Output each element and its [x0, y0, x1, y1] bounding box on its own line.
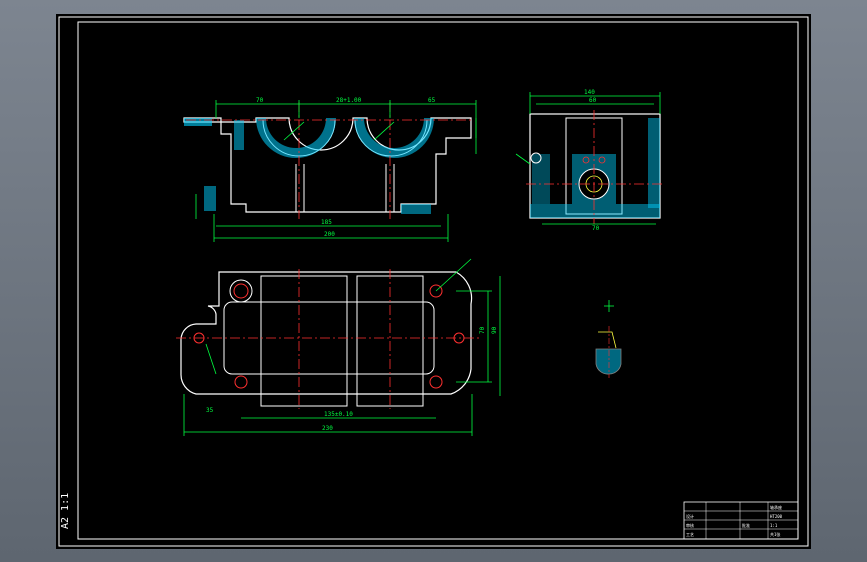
- title-block-frame: [683, 501, 799, 540]
- front-hatch-left-foot: [204, 186, 216, 211]
- front-hatch-left-arc: [256, 118, 336, 158]
- side-dim-text-bottom: 70: [592, 225, 600, 232]
- side-small-hole-2: [598, 156, 606, 164]
- detail-view[interactable]: [595, 300, 622, 378]
- plan-boss-top-left: [229, 279, 253, 303]
- title-scale: 1:1: [770, 523, 778, 528]
- front-dim-text-middle: 28+1.00: [336, 97, 362, 104]
- plan-dim-text-right-2: 90: [491, 326, 498, 334]
- detail-section-hatch: [595, 348, 622, 375]
- plan-dim-text-right-1: 70: [479, 326, 486, 334]
- plan-view[interactable]: 230 135±0.10 70 90 35: [176, 258, 501, 436]
- cad-viewport[interactable]: A2 1:1: [56, 14, 811, 549]
- plan-hole-top-left: [233, 283, 249, 299]
- side-left-hole: [530, 152, 542, 164]
- title-part-name: 轴承座: [770, 504, 782, 510]
- front-hatch-left-flange: [184, 118, 212, 126]
- front-leader-right: [373, 121, 395, 141]
- plan-hole-bottom-right: [429, 375, 443, 389]
- plan-bearing-seat-left: [260, 275, 348, 407]
- title-row-4: 批准: [742, 522, 750, 528]
- plan-dim-text-left: 35: [206, 407, 214, 414]
- plan-dim-text-overall: 230: [322, 425, 333, 432]
- front-leader-left: [283, 121, 305, 141]
- side-dim-text-top-1: 140: [584, 89, 595, 96]
- title-block[interactable]: 轴承座 设计 审核 工艺 批准 HT200 1:1 共1张: [683, 501, 799, 540]
- front-dim-text-right: 65: [428, 97, 436, 104]
- side-small-hole-1: [582, 156, 590, 164]
- plan-body-outline: [180, 271, 473, 395]
- plan-dim-text-middle: 135±0.10: [324, 411, 353, 418]
- plan-hole-bottom-left: [234, 375, 248, 389]
- sheet-outer-frame: [58, 16, 809, 547]
- title-sheet: 共1张: [770, 531, 780, 537]
- front-dim-text-bottom-1: 185: [321, 219, 332, 226]
- title-row-1: 设计: [686, 513, 694, 519]
- side-view[interactable]: 140 60 70: [515, 89, 662, 232]
- sheet-scale-label: A2 1:1: [60, 493, 71, 529]
- front-dim-text-bottom-2: 200: [324, 231, 335, 238]
- cad-drawing[interactable]: A2 1:1: [56, 14, 811, 549]
- side-hatch-right-wall: [648, 118, 660, 208]
- side-leader-left: [515, 153, 531, 165]
- title-material: HT200: [770, 514, 783, 519]
- plan-leader-left: [205, 343, 217, 375]
- front-hatch-right-foot: [401, 204, 431, 214]
- detail-leader: [598, 331, 617, 349]
- side-body-outline: [529, 113, 661, 219]
- sheet-inner-frame: [77, 21, 799, 540]
- front-hatch-right-arc: [354, 118, 434, 158]
- front-hatch-left-wall: [234, 120, 244, 150]
- side-dim-text-top-2: 60: [589, 97, 597, 104]
- front-view[interactable]: 70 28+1.00 65 185 200: [183, 97, 477, 242]
- title-row-2: 审核: [686, 522, 694, 528]
- side-hatch-base: [530, 204, 660, 218]
- title-row-3: 工艺: [686, 532, 694, 537]
- front-body-outline: [183, 117, 472, 213]
- plan-leader-right: [435, 258, 472, 292]
- side-hatch-left-wall: [532, 154, 550, 204]
- front-dim-text-left: 70: [256, 97, 264, 104]
- plan-hole-top-right: [429, 284, 443, 298]
